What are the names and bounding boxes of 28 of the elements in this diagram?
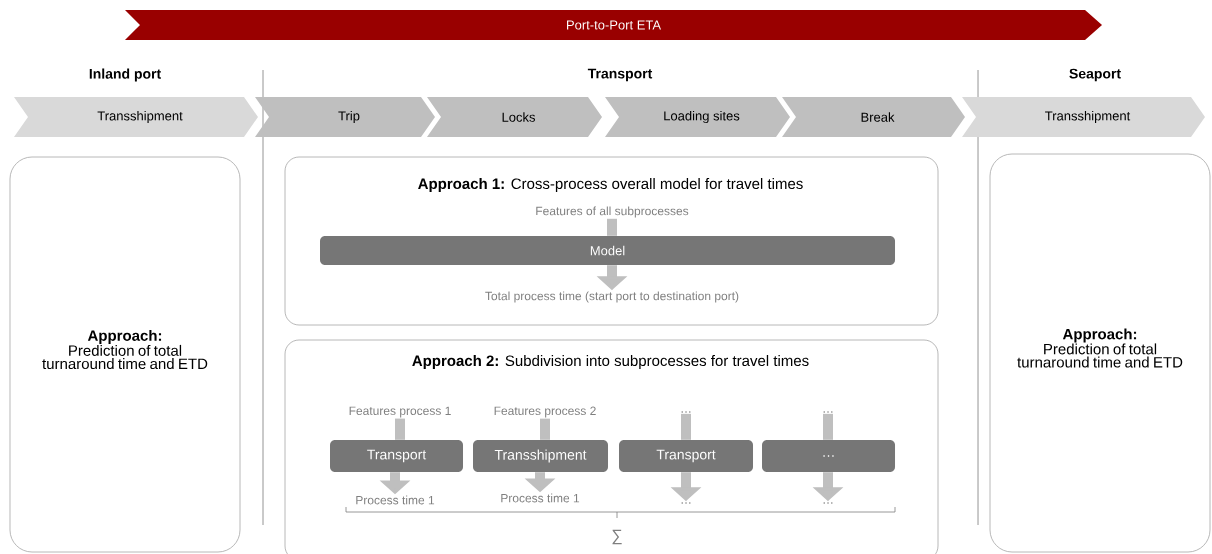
sum-symbol: ∑ xyxy=(612,529,622,545)
process-step: Transshipment xyxy=(962,97,1205,137)
feature-label: Features process 1 xyxy=(349,406,451,418)
section-heading: Seaport xyxy=(1069,68,1121,82)
section-heading: Transport xyxy=(587,68,653,82)
process-step: Trip xyxy=(255,97,435,137)
process-box: Transport xyxy=(330,440,463,472)
approach-card: Approach: Prediction of total turnaround time and ETD xyxy=(9,156,241,553)
process-box: Model xyxy=(320,236,895,265)
process-step: Break xyxy=(782,97,965,137)
process-step: Locks xyxy=(427,97,602,137)
process-step: Transshipment xyxy=(14,97,258,137)
process-step: Loading sites xyxy=(605,97,790,137)
process-box: Transshipment xyxy=(473,440,608,472)
feature-label: Process time 1 xyxy=(356,495,435,505)
process-box: Transport xyxy=(619,440,753,472)
feature-label: Process time 1 xyxy=(501,493,580,503)
feature-label: … xyxy=(681,411,691,413)
feature-label: … xyxy=(823,411,833,413)
process-box: … xyxy=(762,440,895,472)
feature-label: … xyxy=(681,502,691,504)
approach-card: Approach: Prediction of total turnaround time and ETD xyxy=(989,153,1211,553)
feature-label: … xyxy=(823,502,833,504)
feature-label: Features of all subprocesses xyxy=(536,206,689,218)
feature-label: Features process 2 xyxy=(494,406,596,418)
section-heading: Inland port xyxy=(89,68,161,82)
arrow-banner: Port-to-Port ETA xyxy=(125,10,1102,40)
feature-label: Total process time (start port to destination port) xyxy=(485,291,739,303)
